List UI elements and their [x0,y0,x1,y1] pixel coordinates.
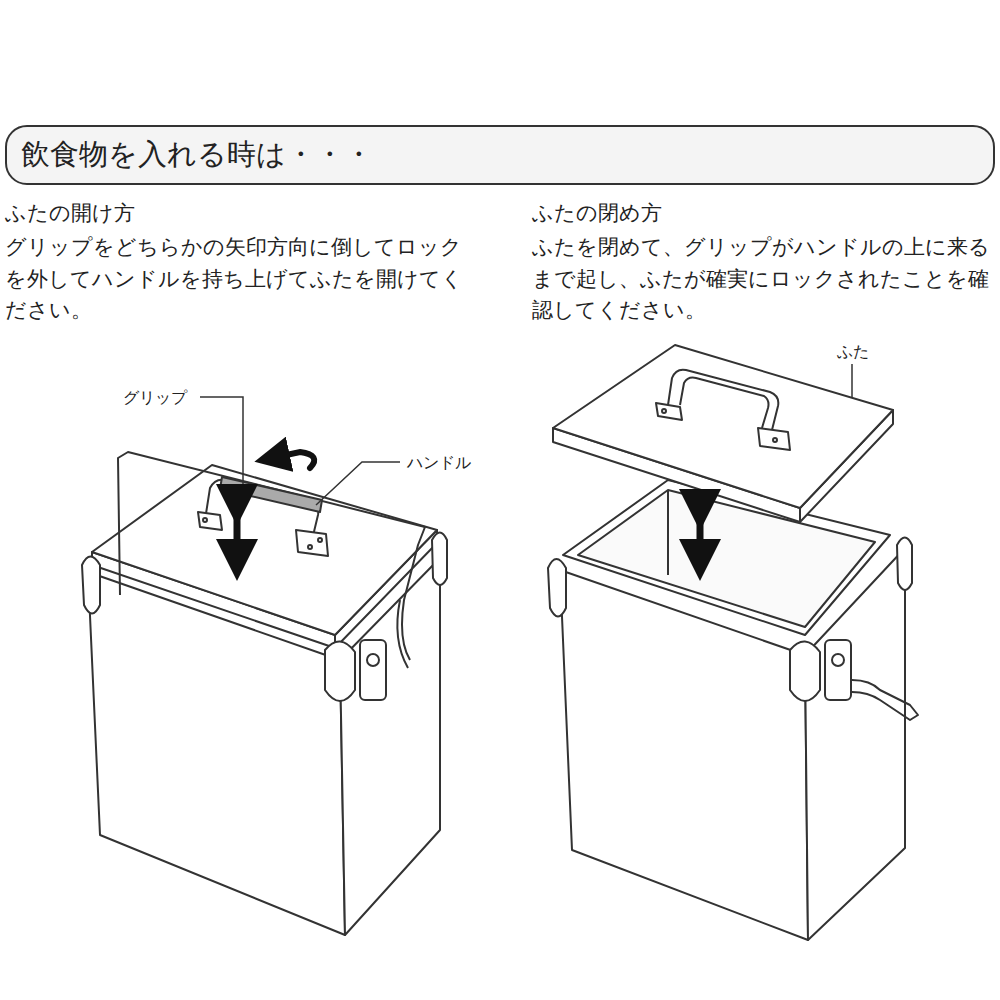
header-band: 飲食物を入れる時は・・・ [5,125,995,185]
leader-lines [200,362,852,505]
instruction-text: グリップをどちらかの矢印方向に倒してロックを外してハンドルを持ち上げてふたを開け… [5,232,483,327]
instruction-text: ふたを閉めて、グリップがハンドルの上に来るまで起し、ふたが確実にロックされたこと… [532,232,997,327]
left-cooler [82,452,447,935]
part-label: グリップ [120,386,190,410]
section-heading: ふたの開け方 [5,198,485,230]
right-cooler [548,345,918,940]
header-text: 飲食物を入れる時は・・・ [21,136,979,174]
section-heading: ふたの閉め方 [532,198,997,230]
part-label: ふた [834,340,872,364]
part-label: ハンドル [404,451,474,475]
motion-arrows [237,452,700,560]
